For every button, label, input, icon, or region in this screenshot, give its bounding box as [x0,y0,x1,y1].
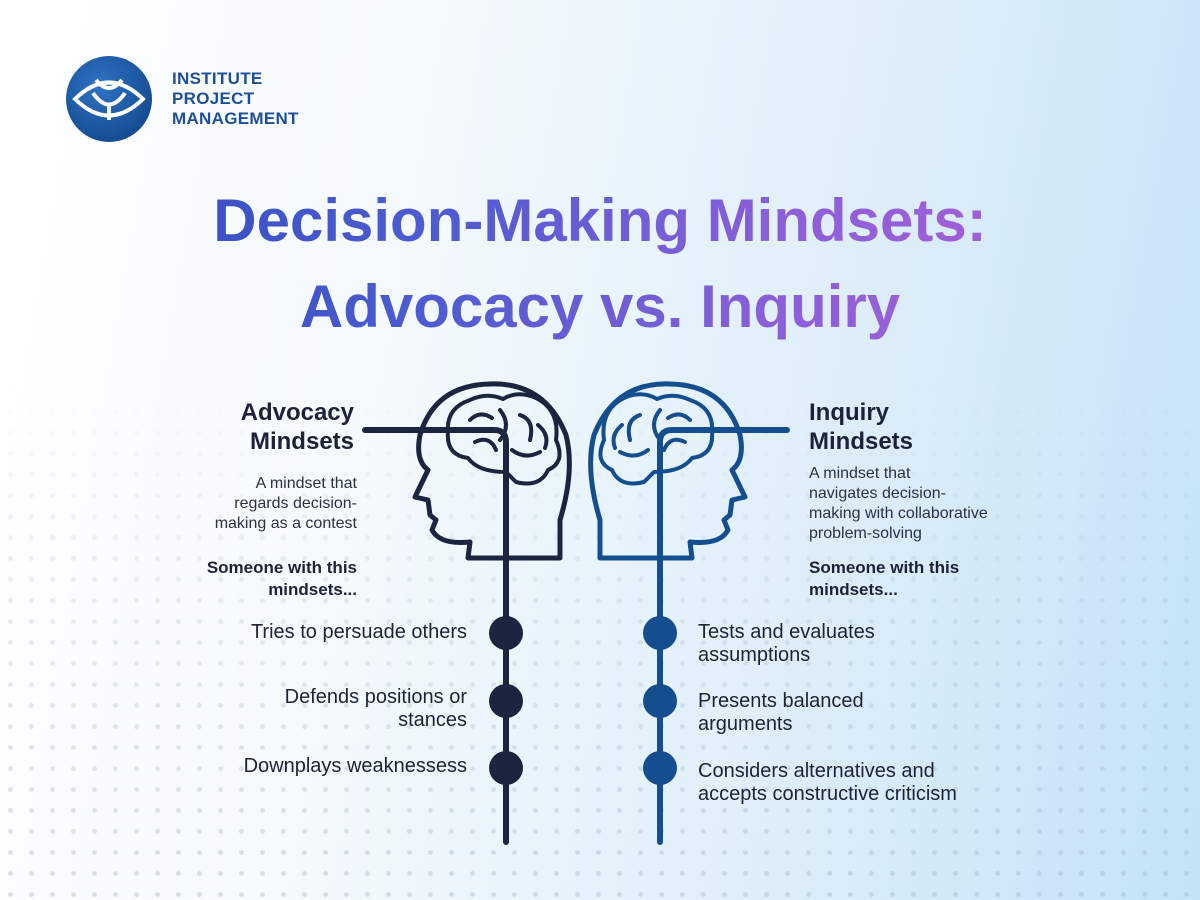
inquiry-description-line-4: problem-solving [809,525,922,542]
inquiry-subheading-line-2: mindsets... [809,580,898,599]
advocacy-item-3-line-1: Downplays weaknessess [243,755,467,777]
inquiry-item-3-line-1: Considers alternatives and [698,760,935,782]
advocacy-connector-line [362,427,509,845]
advocacy-description-line-1: A mindset that [255,475,357,492]
logo: INSTITUTE PROJECT MANAGEMENT [66,56,299,142]
eye-logo-icon [66,56,152,142]
inquiry-heading-line-1: Inquiry [809,399,890,426]
advocacy-item-1-line-1: Tries to persuade others [250,621,467,643]
title-line-2: Advocacy vs. Inquiry [0,264,1200,350]
inquiry-node-2 [643,684,677,718]
advocacy-node-2 [489,684,523,718]
inquiry-item-1: Tests and evaluates assumptions [698,621,875,667]
inquiry-description-line-3: making with collaborative [809,505,988,522]
logo-line-3: MANAGEMENT [172,109,299,128]
advocacy-subheading-line-1: Someone with this [206,558,357,577]
advocacy-description-line-2: regards decision- [234,495,357,512]
inquiry-item-2-line-1: Presents balanced [698,690,864,712]
logo-line-1: INSTITUTE [172,69,263,88]
page-title: Decision-Making Mindsets: Advocacy vs. I… [0,178,1200,350]
advocacy-head-icon [412,381,572,561]
logo-text: INSTITUTE PROJECT MANAGEMENT [172,69,299,129]
advocacy-heading-line-1: Advocacy [240,399,354,426]
advocacy-item-2: Defends positions or stances [285,686,467,732]
inquiry-item-3-line-2: accepts constructive criticism [698,783,957,805]
inquiry-item-3: Considers alternatives and accepts const… [698,760,957,806]
inquiry-description-line-2: navigates decision- [809,485,946,502]
inquiry-description-line-1: A mindset that [809,465,911,482]
inquiry-connector-line [657,427,790,845]
inquiry-heading: Inquiry Mindsets [809,398,913,456]
inquiry-item-1-line-2: assumptions [698,644,811,666]
inquiry-item-1-line-1: Tests and evaluates [698,621,875,643]
advocacy-heading: Advocacy Mindsets [241,398,354,456]
advocacy-item-2-line-2: stances [398,709,467,731]
inquiry-subheading-line-1: Someone with this [809,558,960,577]
inquiry-node-1 [643,616,677,650]
inquiry-head-icon [588,381,748,561]
advocacy-node-1 [489,616,523,650]
advocacy-item-3: Downplays weaknessess [244,755,467,778]
advocacy-item-1: Tries to persuade others [251,621,467,644]
inquiry-node-3 [643,751,677,785]
inquiry-heading-line-2: Mindsets [809,428,914,455]
advocacy-node-3 [489,751,523,785]
advocacy-description: A mindset that regards decision- making … [215,474,357,534]
advocacy-description-line-3: making as a contest [214,515,357,532]
advocacy-subheading-line-2: mindsets... [268,580,357,599]
logo-line-2: PROJECT [172,89,255,108]
advocacy-heading-line-2: Mindsets [249,428,354,455]
advocacy-subheading: Someone with this mindsets... [207,557,357,601]
inquiry-item-2: Presents balanced arguments [698,690,864,736]
advocacy-item-2-line-1: Defends positions or [284,686,467,708]
inquiry-item-2-line-2: arguments [698,713,793,735]
inquiry-subheading: Someone with this mindsets... [809,557,959,601]
inquiry-description: A mindset that navigates decision- makin… [809,464,988,544]
title-line-1: Decision-Making Mindsets: [0,178,1200,264]
